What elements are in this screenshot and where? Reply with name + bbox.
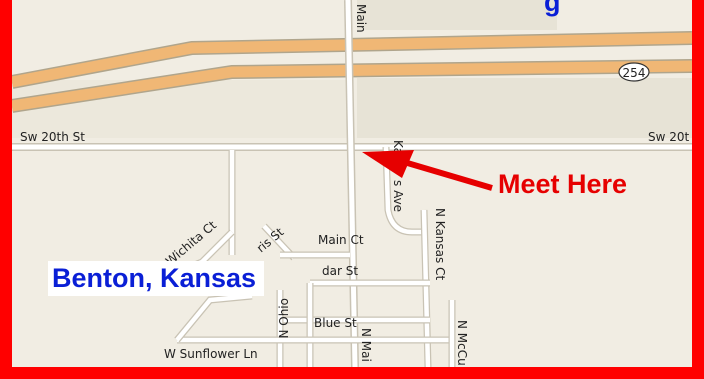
main-st-road <box>345 0 358 367</box>
top-clipped-text: g <box>544 0 561 17</box>
meet-arrow-icon <box>362 150 414 178</box>
street-label-main-ct: Main Ct <box>318 233 364 247</box>
kansas-ave-road <box>383 146 422 235</box>
highway-shield-number: 254 <box>623 66 646 80</box>
shaded-block <box>357 78 692 138</box>
street-label-kansas-ave-2: s Ave <box>391 180 405 212</box>
city-label: Benton, Kansas <box>48 261 265 296</box>
street-label-blue-st: Blue St <box>314 316 357 330</box>
street-label-sw-20th: Sw 20th St <box>20 130 85 144</box>
meet-arrow-shaft <box>403 159 493 191</box>
street-label-n-mccu: N McCu <box>455 320 469 366</box>
street-label-w-sunflower-ln: W Sunflower Ln <box>164 347 258 361</box>
highway-254-north <box>12 32 692 88</box>
street-label-n-kansas-ct: N Kansas Ct <box>433 208 447 280</box>
highway-shield-icon <box>618 62 650 82</box>
highway-254-south <box>12 60 692 112</box>
street-label-n-ohio: N Ohio <box>277 298 291 339</box>
meet-here-label: Meet Here <box>498 169 628 199</box>
shaded-block <box>12 80 347 138</box>
shaded-block <box>357 0 557 30</box>
street-label-n-main: N Mai <box>359 328 373 362</box>
street-label-main: Main <box>354 4 368 33</box>
map-canvas: 254 Main Sw 20th St Sw 20t Ka s Ave N Ka… <box>12 0 692 367</box>
local-road <box>175 293 253 342</box>
street-label-cedar-st: dar St <box>322 264 358 278</box>
street-label-sw-20th-right: Sw 20t <box>648 130 690 144</box>
road-outline <box>174 292 253 343</box>
street-map[interactable]: 254 Main Sw 20th St Sw 20t Ka s Ave N Ka… <box>12 0 692 367</box>
